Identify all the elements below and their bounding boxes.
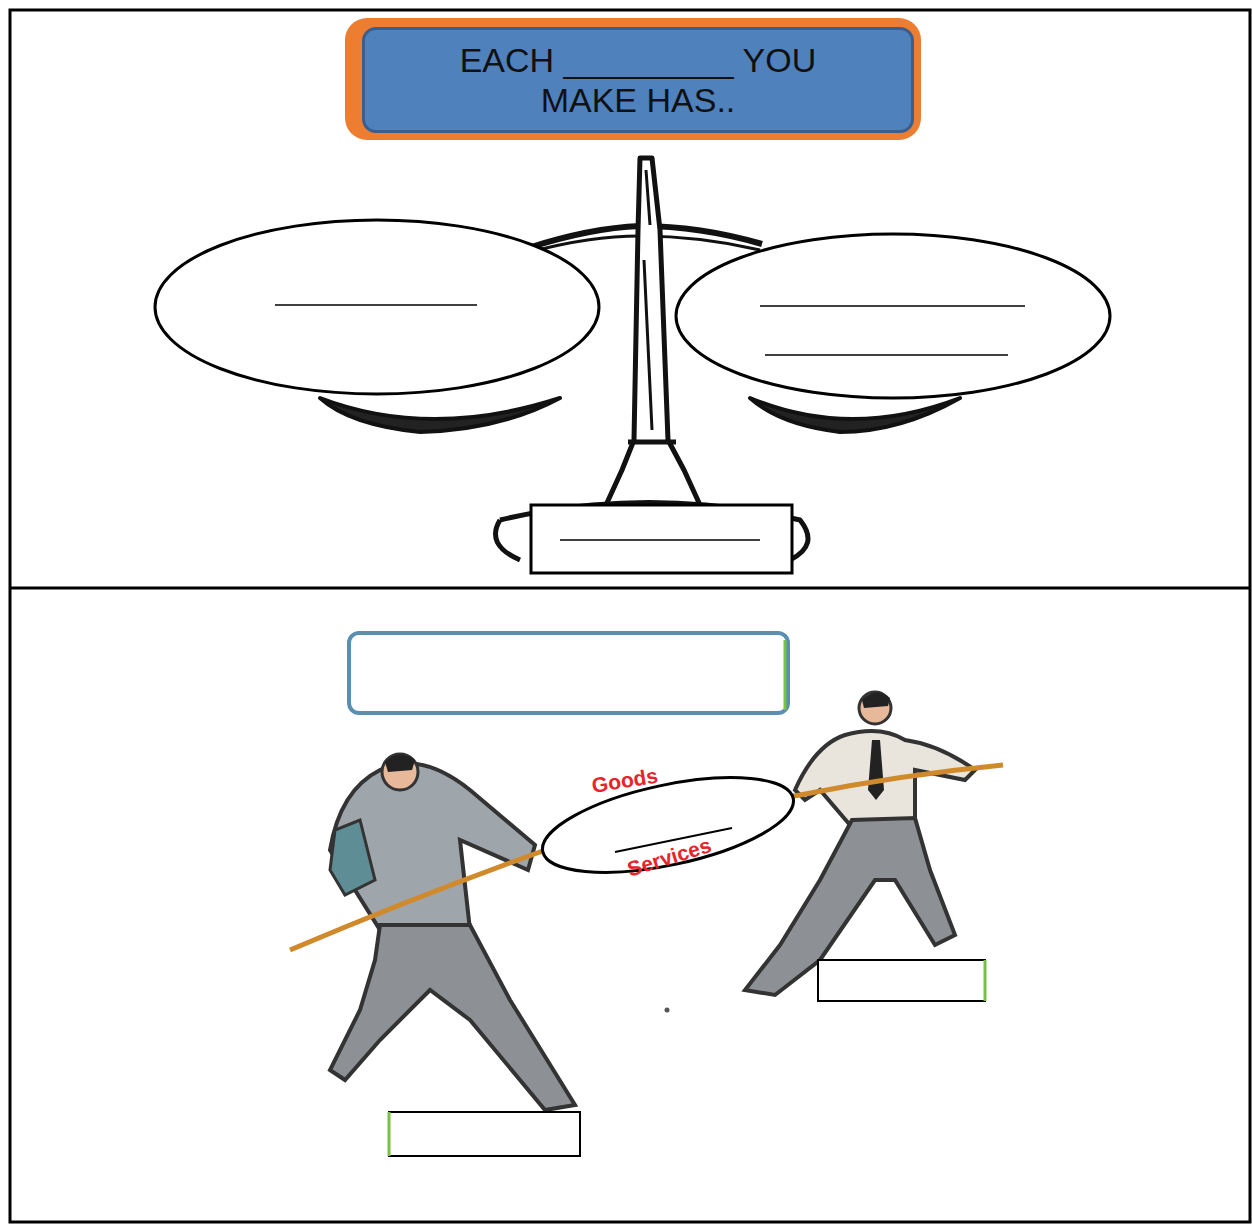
answer-line bbox=[765, 354, 1008, 356]
answer-line bbox=[560, 539, 760, 541]
blank-oval bbox=[534, 759, 801, 890]
text-stack: EACH _________ YOU MAKE HAS.. bbox=[410, 40, 866, 120]
person-left bbox=[330, 754, 575, 1110]
dot bbox=[665, 1008, 670, 1013]
title-text: EACH _________ YOU MAKE HAS.. bbox=[410, 40, 866, 120]
panel-divider bbox=[10, 587, 1250, 590]
blank-box bbox=[389, 1112, 580, 1156]
answer-line bbox=[760, 305, 1025, 307]
blank-pan-left bbox=[155, 220, 599, 394]
page-frame bbox=[10, 10, 1250, 1222]
blank-box bbox=[349, 633, 788, 713]
box-edge bbox=[784, 640, 787, 710]
blank-box bbox=[818, 960, 985, 1001]
blank-box bbox=[531, 505, 792, 573]
blank-pan-right bbox=[676, 234, 1110, 398]
person-right bbox=[745, 692, 975, 995]
box-edge bbox=[388, 1112, 391, 1156]
title-frame bbox=[345, 18, 921, 140]
answer-line bbox=[275, 304, 477, 306]
title-box: EACH _________ YOU MAKE HAS.. bbox=[362, 27, 914, 133]
box-edge bbox=[984, 960, 987, 1001]
